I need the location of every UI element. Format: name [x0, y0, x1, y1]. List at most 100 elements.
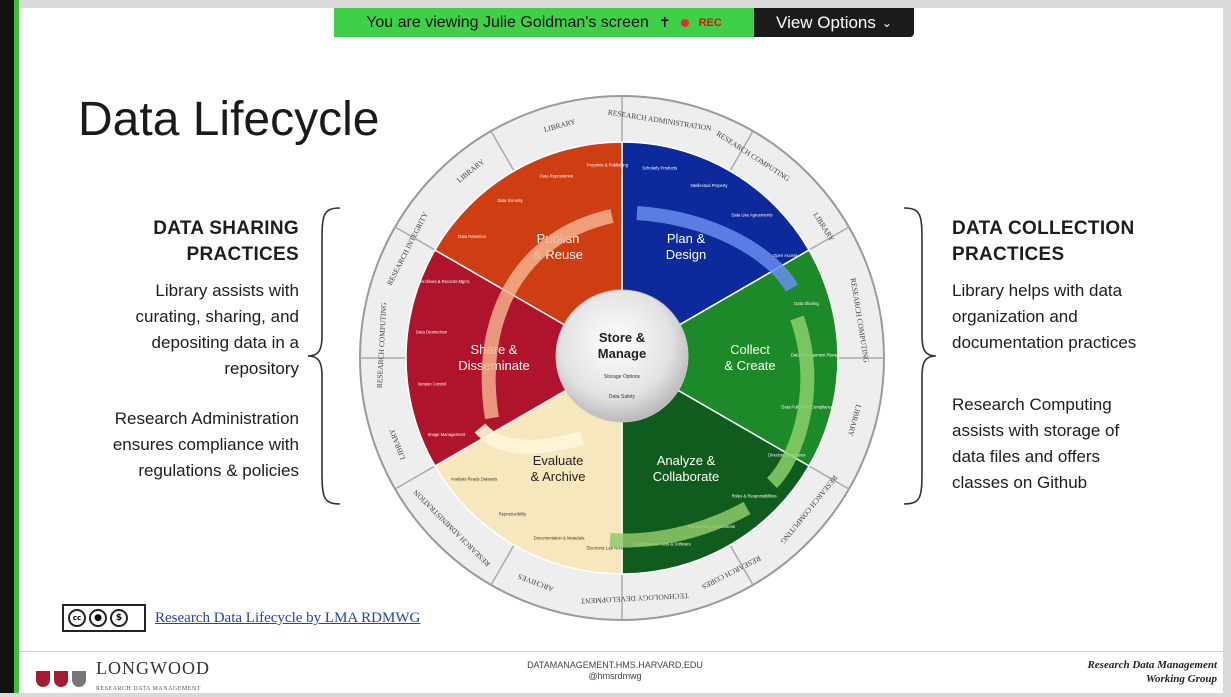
collect-arrow: [766, 315, 815, 488]
harvard-shield-icon: [36, 670, 50, 687]
logo-text: LONGWOOD: [96, 658, 210, 678]
practice-label: Image Management: [428, 432, 466, 437]
right-brace-icon: [903, 207, 937, 505]
collection-text-line: Library helps with data: [952, 281, 1123, 300]
screen-share-banner: You are viewing Julie Goldman's screen ✝…: [334, 8, 754, 37]
practice-label: Data Use Agreements: [731, 213, 772, 218]
attribution-icon: ●: [89, 609, 107, 627]
slide-title: Data Lifecycle: [78, 93, 380, 146]
analyze-arrow: [609, 501, 751, 548]
footer-center: DATAMANAGEMENT.HMS.HARVARD.EDU @hmsrdmwg: [470, 660, 760, 682]
collection-text-line: organization and: [952, 307, 1078, 326]
segment-label: Design: [666, 247, 706, 262]
rec-label: REC: [698, 16, 722, 29]
compliance-text-line: Research Administration: [114, 409, 299, 428]
research-data-lifecycle-link[interactable]: Research Data Lifecycle by LMA RDMWG: [155, 610, 421, 626]
evaluate-arrow: [474, 423, 584, 454]
view-options-label: View Options: [776, 12, 876, 32]
footer-group-line-2: Working Group: [1145, 673, 1217, 685]
wheel-segment: [433, 356, 623, 575]
sharing-text-line: curating, sharing, and: [135, 307, 300, 326]
segment-label: Evaluate: [533, 453, 584, 468]
wheel-segment: [433, 141, 623, 360]
ring-divider: [394, 226, 436, 251]
wheel-segment: [621, 356, 811, 575]
data-collection-section: DATA COLLECTION PRACTICES Library helps …: [952, 216, 1136, 496]
footer-group-line-1: Research Data Management: [1087, 659, 1217, 671]
practice-label: Roles & Responsibilities: [732, 493, 777, 498]
center-hub: [555, 289, 689, 423]
practice-label: Data Management Plans: [791, 353, 837, 358]
computing-text-line: assists with storage of: [952, 421, 1120, 440]
segment-label: Plan &: [667, 231, 706, 246]
center-title-2: Manage: [598, 346, 646, 361]
ring-divider: [808, 465, 850, 490]
sharing-text-line: depositing data in a: [151, 333, 299, 352]
rec-dot-icon: [680, 18, 689, 27]
center-sub-1: Storage Options: [604, 374, 641, 380]
logo-subtitle: RESEARCH DATA MANAGEMENT: [96, 686, 201, 692]
cc-icon: cc: [68, 609, 86, 627]
ring-divider: [394, 465, 436, 490]
practice-label: Intellectual Property: [691, 183, 729, 188]
practice-label: Analysis Ready Datasets: [451, 476, 498, 481]
practice-label: Data Repositories: [540, 174, 573, 179]
creative-commons-badge[interactable]: cc ● $: [62, 604, 146, 632]
ring-divider: [490, 130, 515, 172]
footer-group-name: Research Data Management Working Group: [1087, 658, 1217, 686]
data-collection-heading-2: PRACTICES: [952, 244, 1065, 265]
practice-label: Archives & Records Mgmt.: [421, 279, 471, 284]
computing-text-line: Research Computing: [952, 395, 1112, 414]
wheel-segment: [621, 141, 811, 360]
practice-label: Data Security: [498, 198, 524, 203]
center-title-1: Store &: [599, 330, 645, 345]
chevron-down-icon: ⌄: [881, 15, 892, 30]
practice-label: Data Retention: [458, 234, 487, 239]
sharing-text-line: repository: [224, 359, 299, 378]
collection-text-line: documentation practices: [952, 333, 1137, 352]
harvard-shield-icon: [72, 670, 86, 687]
ring-divider: [808, 226, 850, 251]
ring-divider: [729, 544, 754, 586]
compliance-text-line: ensures compliance with: [112, 435, 299, 454]
banner-text: You are viewing Julie Goldman's screen: [366, 13, 649, 31]
computing-text-line: data files and offers: [952, 447, 1101, 466]
plan-arrow: [636, 206, 799, 292]
ring-divider: [490, 544, 515, 586]
window-frame-left: [0, 0, 14, 693]
segment-label: Analyze &: [657, 453, 716, 468]
segment-label: & Create: [724, 358, 775, 373]
computing-text-line: classes on Github: [952, 473, 1088, 492]
center-sub-2: Data Safety: [609, 394, 636, 400]
practice-label: Data Sharing: [794, 301, 819, 306]
segment-label: Collaborate: [653, 469, 720, 484]
harvard-shield-icon: [54, 670, 68, 687]
practice-label: Reproducibility: [499, 512, 527, 517]
sharing-indicator-bar: [14, 0, 19, 693]
segment-label: & Archive: [531, 469, 586, 484]
mic-icon: ✝: [658, 14, 671, 30]
practice-label: Documentation & Metadata: [534, 535, 585, 540]
practice-label: Data Destruction: [416, 329, 448, 334]
data-sharing-section: DATA SHARING PRACTICES Library assists w…: [113, 216, 299, 484]
footer-url: DATAMANAGEMENT.HMS.HARVARD.EDU: [527, 660, 703, 670]
wheel-segment: [620, 248, 839, 468]
longwood-logo: LONGWOOD RESEARCH DATA MANAGEMENT: [36, 658, 210, 697]
data-sharing-heading-1: DATA SHARING: [153, 218, 299, 239]
publish-arrow: [481, 209, 614, 420]
data-collection-heading-1: DATA COLLECTION: [952, 218, 1135, 239]
view-options-button[interactable]: View Options ⌄: [754, 8, 914, 37]
footer-divider: [19, 651, 1223, 652]
sharing-text-line: Library assists with: [155, 281, 299, 300]
wheel-segment: [405, 248, 624, 468]
practice-label: Version Control: [418, 382, 447, 387]
practice-label: Electronic Lab Notebooks: [586, 546, 634, 551]
practice-label: Preprints & Publishing: [587, 163, 629, 168]
data-sharing-heading-2: PRACTICES: [186, 244, 299, 265]
noncommercial-icon: $: [110, 609, 128, 627]
footer-handle: @hmsrdmwg: [588, 671, 642, 681]
left-brace-icon: [307, 207, 341, 505]
practice-label: Scholarly Products: [642, 166, 677, 171]
segment-label: Collect: [730, 342, 770, 357]
